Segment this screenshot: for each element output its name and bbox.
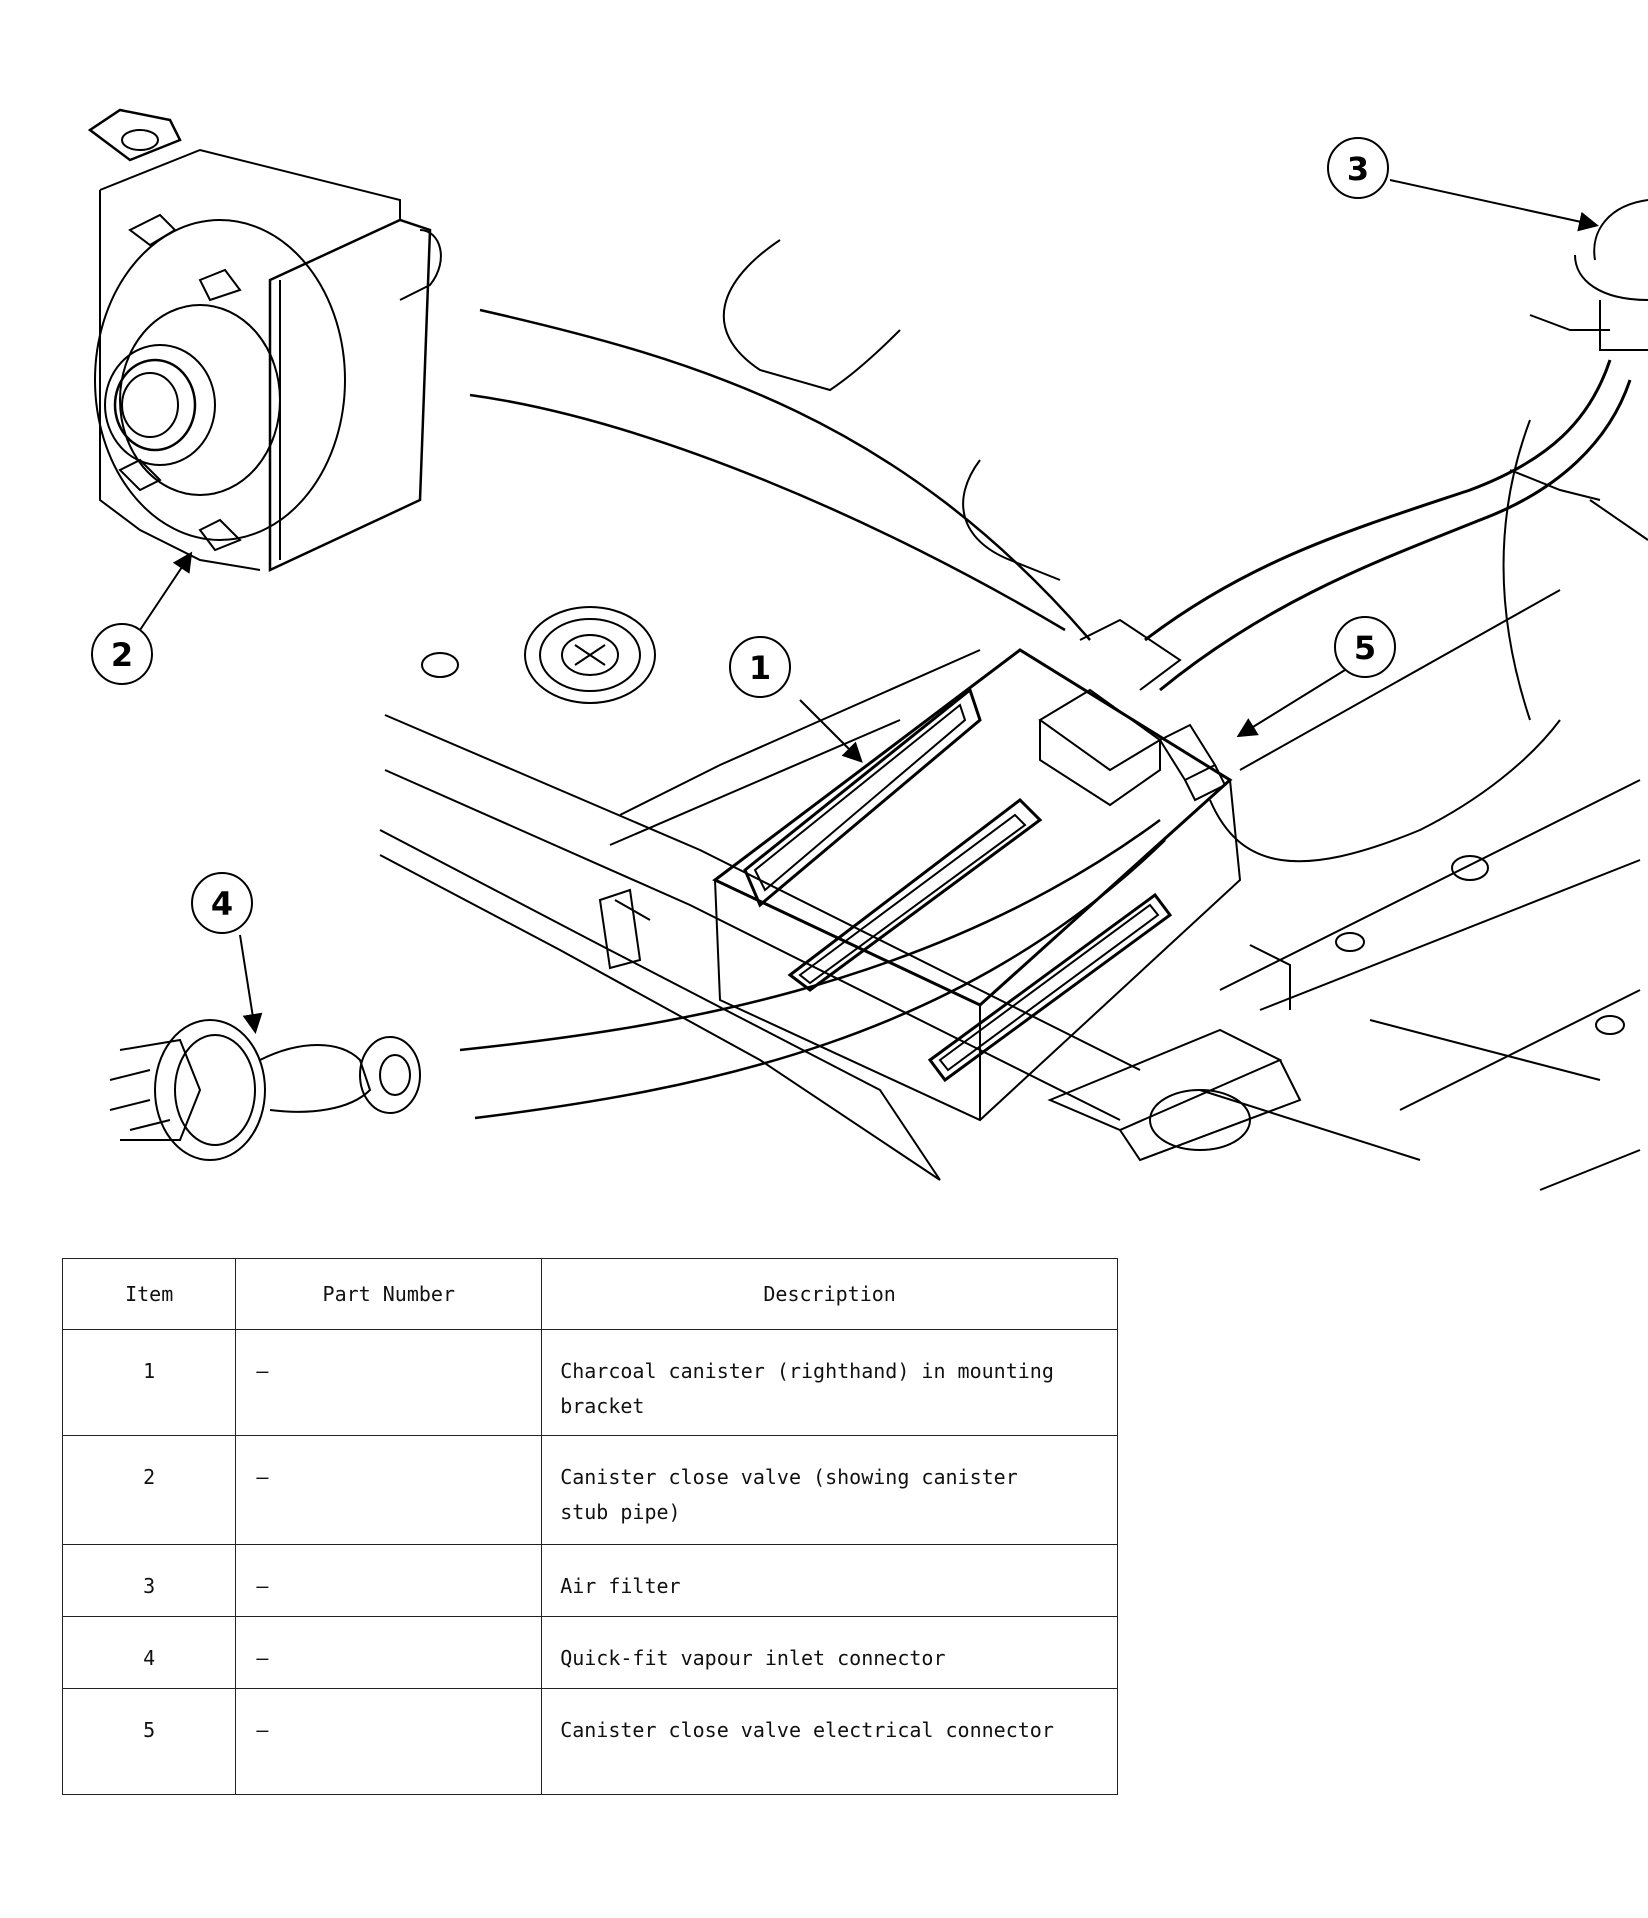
callout-4: 4 bbox=[191, 872, 253, 934]
callout-1: 1 bbox=[729, 636, 791, 698]
part-number-cell: – bbox=[235, 1544, 543, 1617]
description-cell: Canister close valve (showing canister s… bbox=[541, 1435, 1118, 1545]
table-row: 1 – Charcoal canister (righthand) in mou… bbox=[61, 1329, 1118, 1436]
part-number-cell: – bbox=[235, 1688, 543, 1795]
description-cell: Canister close valve electrical connecto… bbox=[541, 1688, 1118, 1795]
part-number-cell: – bbox=[235, 1616, 543, 1689]
exploded-view-illustration: 1 2 3 4 5 bbox=[87, 108, 1648, 1191]
callout-4-number: 4 bbox=[211, 885, 233, 923]
callout-1-number: 1 bbox=[749, 649, 771, 687]
item-cell: 2 bbox=[61, 1435, 237, 1545]
callout-2: 2 bbox=[91, 623, 153, 685]
description-cell: Air filter bbox=[541, 1544, 1118, 1617]
callout-5-number: 5 bbox=[1354, 629, 1376, 667]
callout-5: 5 bbox=[1334, 616, 1396, 678]
table-row: 5 – Canister close valve electrical conn… bbox=[61, 1688, 1118, 1795]
table-row: 4 – Quick-fit vapour inlet connector bbox=[61, 1616, 1118, 1689]
callout-2-number: 2 bbox=[111, 636, 133, 674]
callout-3-number: 3 bbox=[1347, 150, 1369, 188]
table-row: 2 – Canister close valve (showing canist… bbox=[61, 1435, 1118, 1545]
table-header-row: Item Part Number Description bbox=[61, 1258, 1118, 1330]
description-cell: Quick-fit vapour inlet connector bbox=[541, 1616, 1118, 1689]
header-item: Item bbox=[61, 1258, 237, 1330]
header-part-number: Part Number bbox=[235, 1258, 543, 1330]
part-number-cell: – bbox=[235, 1435, 543, 1545]
part-number-cell: – bbox=[235, 1329, 543, 1436]
item-cell: 5 bbox=[61, 1688, 237, 1795]
parts-table: Item Part Number Description 1 – Charcoa… bbox=[61, 1258, 1118, 1795]
item-cell: 4 bbox=[61, 1616, 237, 1689]
item-cell: 1 bbox=[61, 1329, 237, 1436]
table-row: 3 – Air filter bbox=[61, 1544, 1118, 1617]
description-cell: Charcoal canister (righthand) in mountin… bbox=[541, 1329, 1118, 1436]
item-cell: 3 bbox=[61, 1544, 237, 1617]
header-description: Description bbox=[541, 1258, 1118, 1330]
callout-3: 3 bbox=[1327, 137, 1389, 199]
